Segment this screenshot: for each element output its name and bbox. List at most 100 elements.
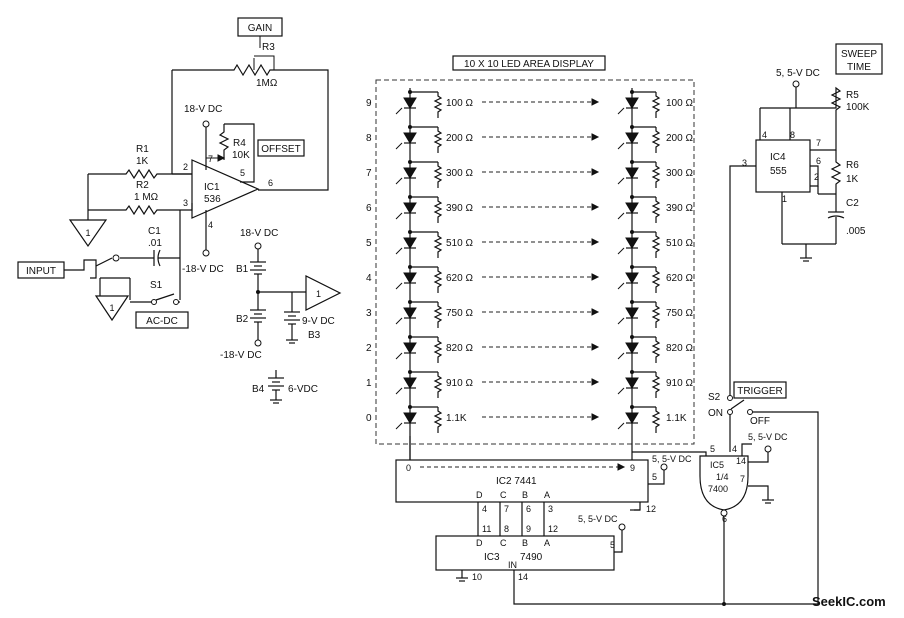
b2-label: B2 <box>236 314 249 325</box>
ic4-label: IC4 <box>770 152 786 163</box>
r5-resistor[interactable] <box>760 86 842 118</box>
r1-resistor <box>88 168 192 180</box>
ic1-pin5: 5 <box>240 168 245 178</box>
ic2-out-0: 0 <box>406 463 411 473</box>
ic2-pin-d: D <box>476 490 483 500</box>
trigger-label-box <box>733 381 787 399</box>
ic3-pin-b: B <box>522 538 528 548</box>
ic1-pin4: 4 <box>208 220 213 230</box>
row-resistor-left-label: 910 Ω <box>446 378 473 389</box>
ic3-in: IN <box>508 560 517 570</box>
row-resistor-right <box>651 267 661 293</box>
row-resistor-left-label: 820 Ω <box>446 343 473 354</box>
row-resistor-right-label: 820 Ω <box>666 343 693 354</box>
row-resistor-left <box>433 232 443 258</box>
row-resistor-right <box>651 92 661 118</box>
ic2-out-9: 9 <box>630 463 635 473</box>
r6-value: 1K <box>846 174 859 185</box>
row-resistor-right <box>651 127 661 153</box>
row-resistor-left-label: 1.1K <box>446 413 467 424</box>
r1-label: R1 <box>136 144 149 155</box>
led-row-index: 9 <box>366 98 372 109</box>
row-resistor-right-label: 510 Ω <box>666 238 693 249</box>
gain-label: GAIN <box>248 23 272 34</box>
bcd-bus <box>477 502 545 536</box>
c1-value: .01 <box>148 238 162 249</box>
led <box>625 202 639 214</box>
ic1-label: IC1 <box>204 182 220 193</box>
led-row-index: 0 <box>366 413 372 424</box>
ic5-pin7: 7 <box>740 474 745 484</box>
row-resistor-left-label: 300 Ω <box>446 168 473 179</box>
led-row-index: 4 <box>366 273 372 284</box>
r3-label: R3 <box>262 42 275 53</box>
bcd-9: 9 <box>526 524 531 534</box>
ic4-pin3: 3 <box>742 158 747 168</box>
ground-2-label: 1 <box>109 303 114 313</box>
six-v-label: 6-VDC <box>288 384 318 395</box>
led <box>403 132 417 144</box>
s1-switch[interactable] <box>155 293 175 301</box>
row-resistor-left-label: 620 Ω <box>446 273 473 284</box>
row-resistor-right <box>651 407 661 433</box>
led-row-index: 6 <box>366 203 372 214</box>
led <box>403 377 417 389</box>
row-resistor-left <box>433 302 443 328</box>
display-title-box <box>452 55 606 71</box>
bcd-8: 8 <box>504 524 509 534</box>
row-resistor-left-label: 510 Ω <box>446 238 473 249</box>
led <box>625 342 639 354</box>
ic5-pin14: 14 <box>736 456 746 466</box>
c2-label: C2 <box>846 198 859 209</box>
ground-triangle-2 <box>94 295 130 322</box>
ground-triangle-1 <box>68 219 108 248</box>
watermark: SeekIC.com <box>812 594 886 609</box>
ic3-value: 7490 <box>520 552 543 563</box>
ic4-pin1: 1 <box>782 194 787 204</box>
ic4-vdc: 5, 5-V DC <box>776 68 820 79</box>
row-resistor-right <box>651 197 661 223</box>
s2-switch[interactable] <box>730 399 745 410</box>
b3-label: B3 <box>308 330 321 341</box>
ic2-vdc: 5, 5-V DC <box>652 454 692 464</box>
row-resistor-right-label: 1.1K <box>666 413 687 424</box>
sweep-time-1: SWEEP <box>841 49 877 60</box>
b1-label: B1 <box>236 264 249 275</box>
r4-resistor <box>218 124 230 160</box>
battery-b1 <box>250 261 266 275</box>
ic2-pin-b: B <box>522 490 528 500</box>
row-resistor-left <box>433 92 443 118</box>
s1-label: S1 <box>150 280 163 291</box>
led <box>625 412 639 424</box>
ic1-pin7: 7 <box>208 154 213 164</box>
ic2-pin-a: A <box>544 490 550 500</box>
led-row-index: 2 <box>366 343 372 354</box>
ic3-pin14: 14 <box>518 572 528 582</box>
led-row-index: 8 <box>366 133 372 144</box>
led-row-index: 5 <box>366 238 372 249</box>
led <box>403 202 417 214</box>
row-resistor-left <box>433 127 443 153</box>
display-title: 10 X 10 LED AREA DISPLAY <box>464 59 594 70</box>
ic3-pin-d: D <box>476 538 483 548</box>
ic4-pin4: 4 <box>762 130 767 140</box>
neg18-label: -18-V DC <box>182 264 224 275</box>
input-jack[interactable] <box>64 259 97 279</box>
row-resistor-left <box>433 407 443 433</box>
led <box>403 342 417 354</box>
led <box>403 307 417 319</box>
bcd-6: 6 <box>526 504 531 514</box>
ic3-pin10: 10 <box>472 572 482 582</box>
row-resistor-right-label: 910 Ω <box>666 378 693 389</box>
row-resistor-left <box>433 162 443 188</box>
acdc-label-box <box>135 311 189 329</box>
row-resistor-right <box>651 372 661 398</box>
row-resistor-left <box>433 197 443 223</box>
bcd-11: 11 <box>482 524 491 534</box>
ic3-pin-a: A <box>544 538 550 548</box>
ic5-frac: 1/4 <box>716 472 729 482</box>
ic1-opamp <box>191 159 260 219</box>
r5-value: 100K <box>846 102 870 113</box>
row-resistor-left <box>433 372 443 398</box>
